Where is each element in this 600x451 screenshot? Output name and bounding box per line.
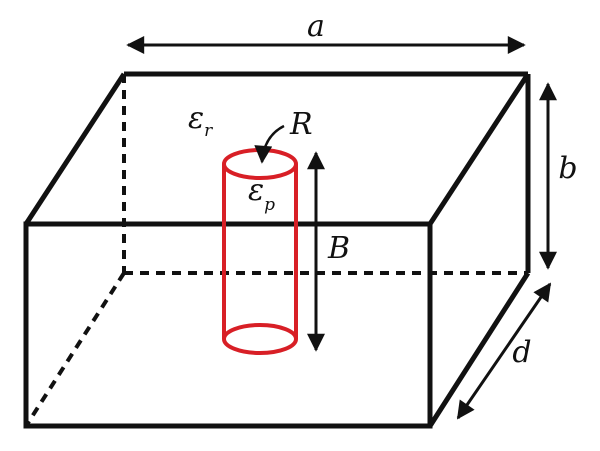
- label-depth-d: d: [512, 335, 531, 370]
- label-post-height-B: B: [327, 231, 350, 266]
- box-edges: [23, 71, 531, 429]
- depth-arrow: [456, 282, 552, 420]
- hidden-edge-bottom-left: [24, 271, 126, 428]
- label-eps-r: εr: [188, 101, 213, 141]
- label-width-a: a: [307, 9, 325, 44]
- radius-leader-arrow: [254, 124, 285, 164]
- box-front-face: [23, 221, 433, 429]
- label-post-radius-R: R: [289, 107, 313, 142]
- label-height-b: b: [558, 151, 577, 186]
- dimension-arrows: [126, 36, 557, 420]
- label-eps-p: εp: [248, 173, 275, 215]
- box-top-right-edge: [427, 72, 531, 226]
- hidden-edges: [24, 74, 528, 428]
- post-bottom-ellipse: [222, 323, 298, 355]
- label-eps-p-base: ε: [248, 173, 264, 208]
- label-eps-p-sub: p: [264, 195, 275, 215]
- label-eps-r-sub: r: [204, 121, 213, 141]
- box-top-left-edge: [23, 72, 127, 226]
- label-eps-r-base: ε: [188, 101, 204, 136]
